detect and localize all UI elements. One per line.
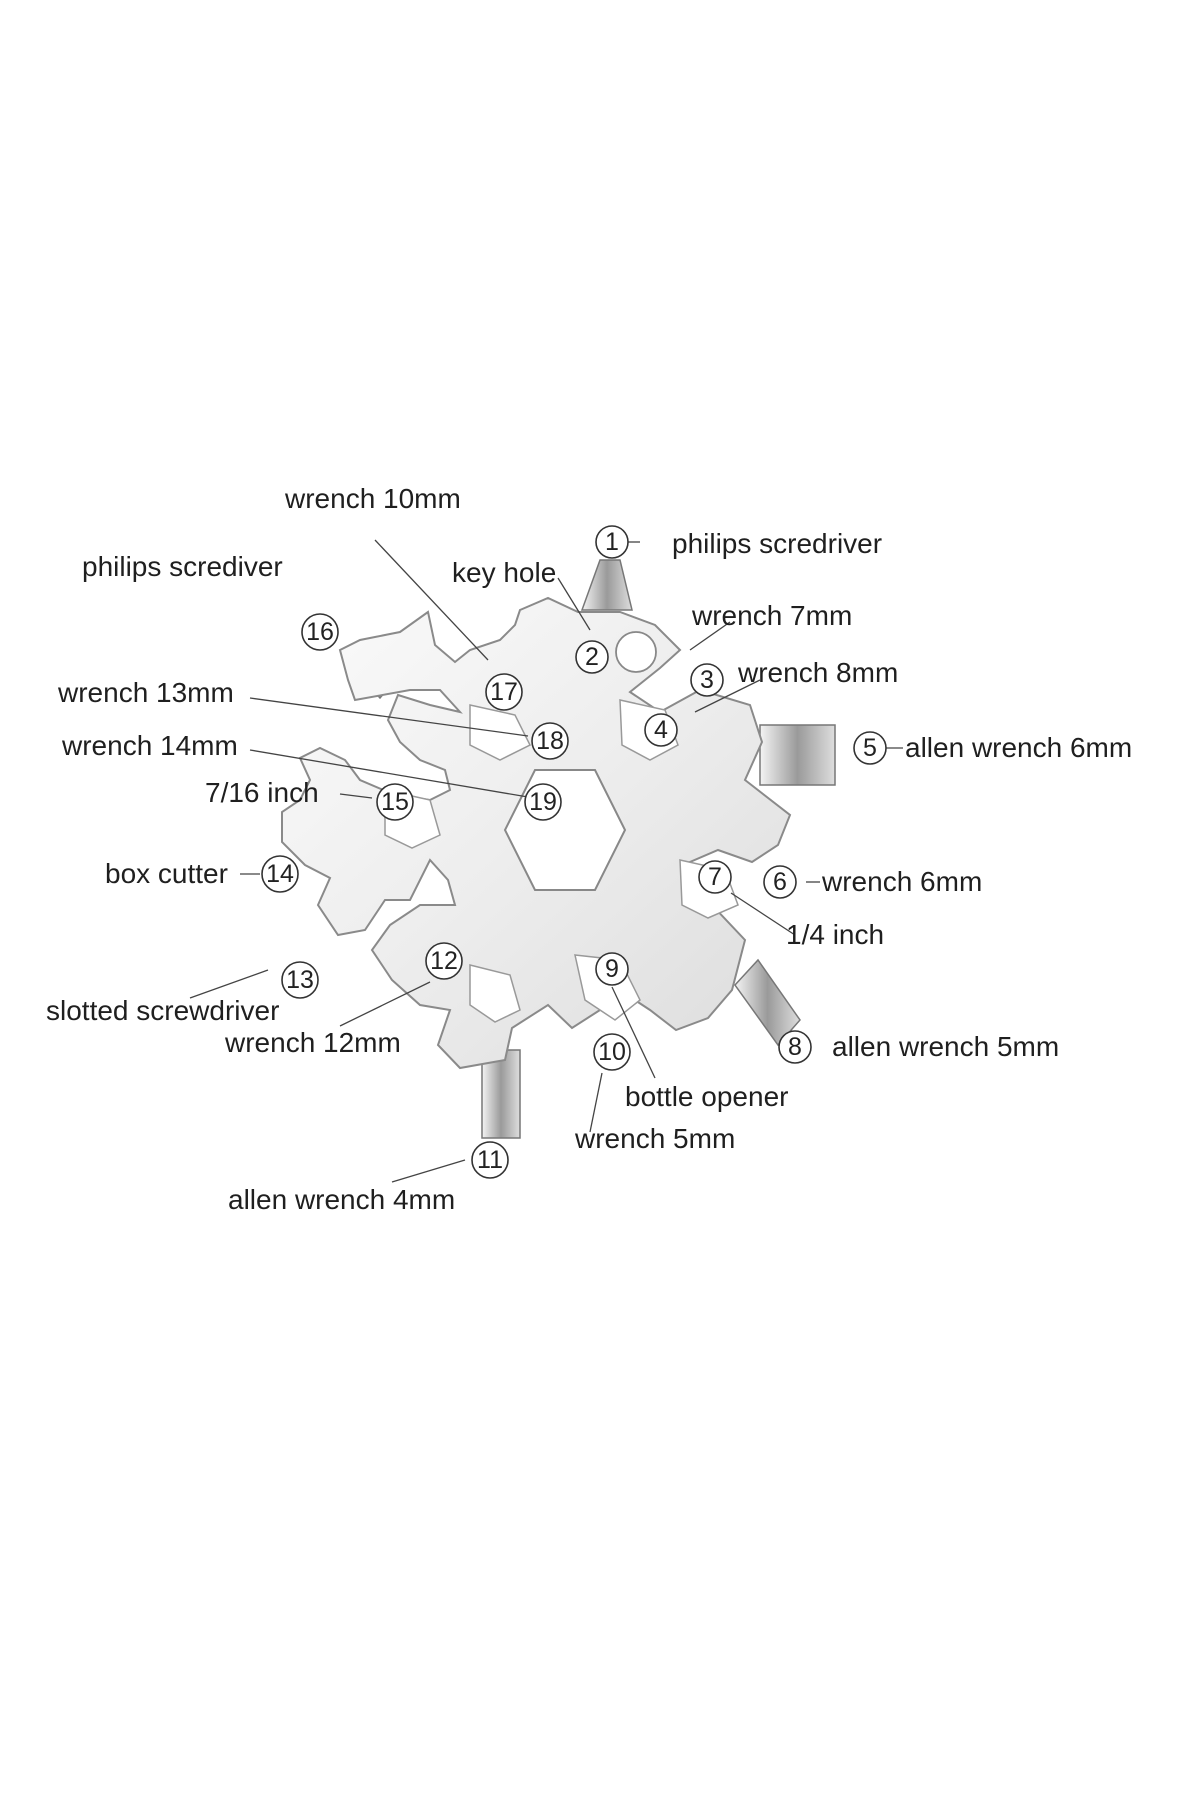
hex-bit-5mm: [734, 958, 801, 1047]
svg-text:12: 12: [430, 947, 458, 975]
label-quarter-inch: 1/4 inch: [786, 919, 884, 950]
label-wrench-7mm: wrench 7mm: [691, 600, 852, 631]
label-wrench-8mm: wrench 8mm: [737, 657, 898, 688]
label-box-cutter: box cutter: [105, 858, 228, 889]
svg-text:17: 17: [490, 678, 518, 706]
label-allen-wrench-4mm: allen wrench 4mm: [228, 1184, 455, 1215]
svg-text:2: 2: [585, 643, 599, 671]
marker-14: 14: [261, 855, 299, 893]
hex-bit-6mm: [759, 724, 836, 786]
marker-10: 10: [593, 1033, 631, 1071]
label-wrench-12mm: wrench 12mm: [224, 1027, 401, 1058]
tool-bits: [344, 559, 836, 1139]
marker-13: 13: [281, 961, 319, 999]
leader-lines: [189, 539, 903, 1183]
marker-6: 6: [763, 865, 797, 899]
label-philips-screwdriver-left: philips scrediver: [82, 551, 283, 582]
svg-text:8: 8: [788, 1033, 802, 1061]
svg-text:9: 9: [605, 955, 619, 983]
label-key-hole: key hole: [452, 557, 556, 588]
svg-text:4: 4: [654, 716, 668, 744]
marker-1: 1: [595, 525, 629, 559]
marker-12: 12: [425, 942, 463, 980]
marker-3: 3: [690, 663, 724, 697]
marker-4: 4: [644, 713, 678, 747]
svg-text:14: 14: [266, 860, 294, 888]
label-allen-wrench-6mm: allen wrench 6mm: [905, 732, 1132, 763]
marker-2: 2: [575, 640, 609, 674]
svg-text:3: 3: [700, 666, 714, 694]
callout-labels: philips scredriver key hole wrench 7mm w…: [46, 483, 1132, 1215]
label-slotted-screwdriver: slotted screwdriver: [46, 995, 279, 1026]
label-wrench-14mm: wrench 14mm: [61, 730, 238, 761]
svg-text:1: 1: [605, 528, 619, 556]
svg-text:7: 7: [708, 863, 722, 891]
slot-wrench-12mm: [469, 964, 521, 1023]
label-wrench-5mm: wrench 5mm: [574, 1123, 735, 1154]
key-hole-opening: [615, 631, 657, 673]
marker-7: 7: [698, 860, 732, 894]
marker-17: 17: [485, 673, 523, 711]
svg-text:13: 13: [286, 966, 314, 994]
label-philips-screwdriver-right: philips scredriver: [672, 528, 882, 559]
marker-15: 15: [376, 783, 414, 821]
svg-text:15: 15: [381, 788, 409, 816]
marker-9: 9: [595, 952, 629, 986]
svg-text:18: 18: [536, 727, 564, 755]
svg-text:11: 11: [477, 1146, 503, 1174]
label-allen-wrench-5mm: allen wrench 5mm: [832, 1031, 1059, 1062]
marker-18: 18: [531, 722, 569, 760]
marker-19: 19: [524, 783, 562, 821]
svg-text:16: 16: [306, 618, 334, 646]
number-markers: 1 2 3 4 5 6 7 8 9 10 11 12 13 14 15 16 1…: [261, 525, 887, 1179]
philips-bit-top: [580, 559, 633, 611]
marker-16: 16: [301, 613, 339, 651]
svg-text:19: 19: [529, 788, 557, 816]
label-bottle-opener: bottle opener: [625, 1081, 788, 1112]
label-wrench-6mm: wrench 6mm: [821, 866, 982, 897]
svg-text:10: 10: [598, 1038, 626, 1066]
label-seven-sixteenths-inch: 7/16 inch: [205, 777, 319, 808]
svg-text:6: 6: [773, 868, 787, 896]
svg-text:5: 5: [863, 734, 877, 762]
marker-11: 11: [471, 1141, 509, 1179]
label-wrench-13mm: wrench 13mm: [57, 677, 234, 708]
marker-8: 8: [778, 1030, 812, 1064]
marker-5: 5: [853, 731, 887, 765]
hex-bit-4mm: [481, 1049, 521, 1139]
label-wrench-10mm: wrench 10mm: [284, 483, 461, 514]
